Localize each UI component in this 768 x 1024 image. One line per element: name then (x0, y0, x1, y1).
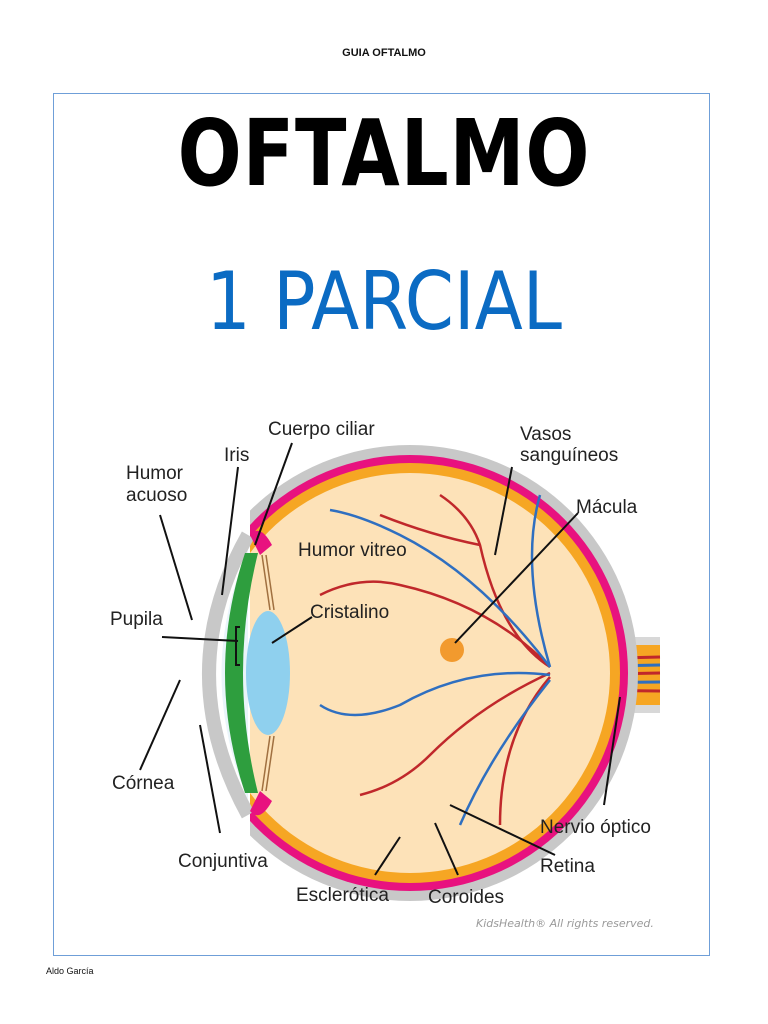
diagram-credit: KidsHealth® All rights reserved. (476, 917, 654, 930)
label-nervio-optico: Nervio óptico (540, 817, 651, 838)
anterior-segment (202, 530, 290, 819)
blood-vessels (319, 493, 552, 826)
leader-lines (139, 442, 621, 876)
page-footer-author: Aldo García (46, 966, 94, 976)
label-cornea: Córnea (112, 773, 175, 794)
cover-frame (53, 93, 710, 956)
label-iris: Iris (224, 445, 249, 466)
label-humor-vitreo: Humor vitreo (298, 540, 407, 561)
label-cuerpo-ciliar: Cuerpo ciliar (268, 419, 375, 440)
label-conjuntiva: Conjuntiva (178, 851, 268, 872)
page-header: GUIA OFTALMO (342, 47, 426, 59)
label-pupila: Pupila (110, 609, 163, 630)
macula-spot (440, 638, 464, 662)
cover-title: OFTALMO (177, 100, 591, 207)
label-retina: Retina (540, 856, 595, 877)
label-vasos-2: sanguíneos (520, 445, 618, 466)
label-coroides: Coroides (428, 887, 504, 908)
label-macula: Mácula (576, 497, 638, 518)
label-humor-acuoso-1: Humor (126, 463, 184, 484)
label-vasos-1: Vasos (520, 424, 571, 445)
eyeball (182, 445, 638, 901)
vitreous-body (210, 473, 610, 873)
label-esclerotica: Esclerótica (296, 885, 389, 906)
label-cristalino: Cristalino (310, 602, 389, 623)
cover-subtitle: 1 PARCIAL (206, 255, 562, 348)
iris-shape (225, 553, 258, 793)
lens-shape (246, 611, 290, 735)
label-humor-acuoso-2: acuoso (126, 485, 187, 506)
eye-anatomy-diagram: Cuerpo ciliar Iris Humor acuoso Vasos sa… (100, 405, 661, 935)
